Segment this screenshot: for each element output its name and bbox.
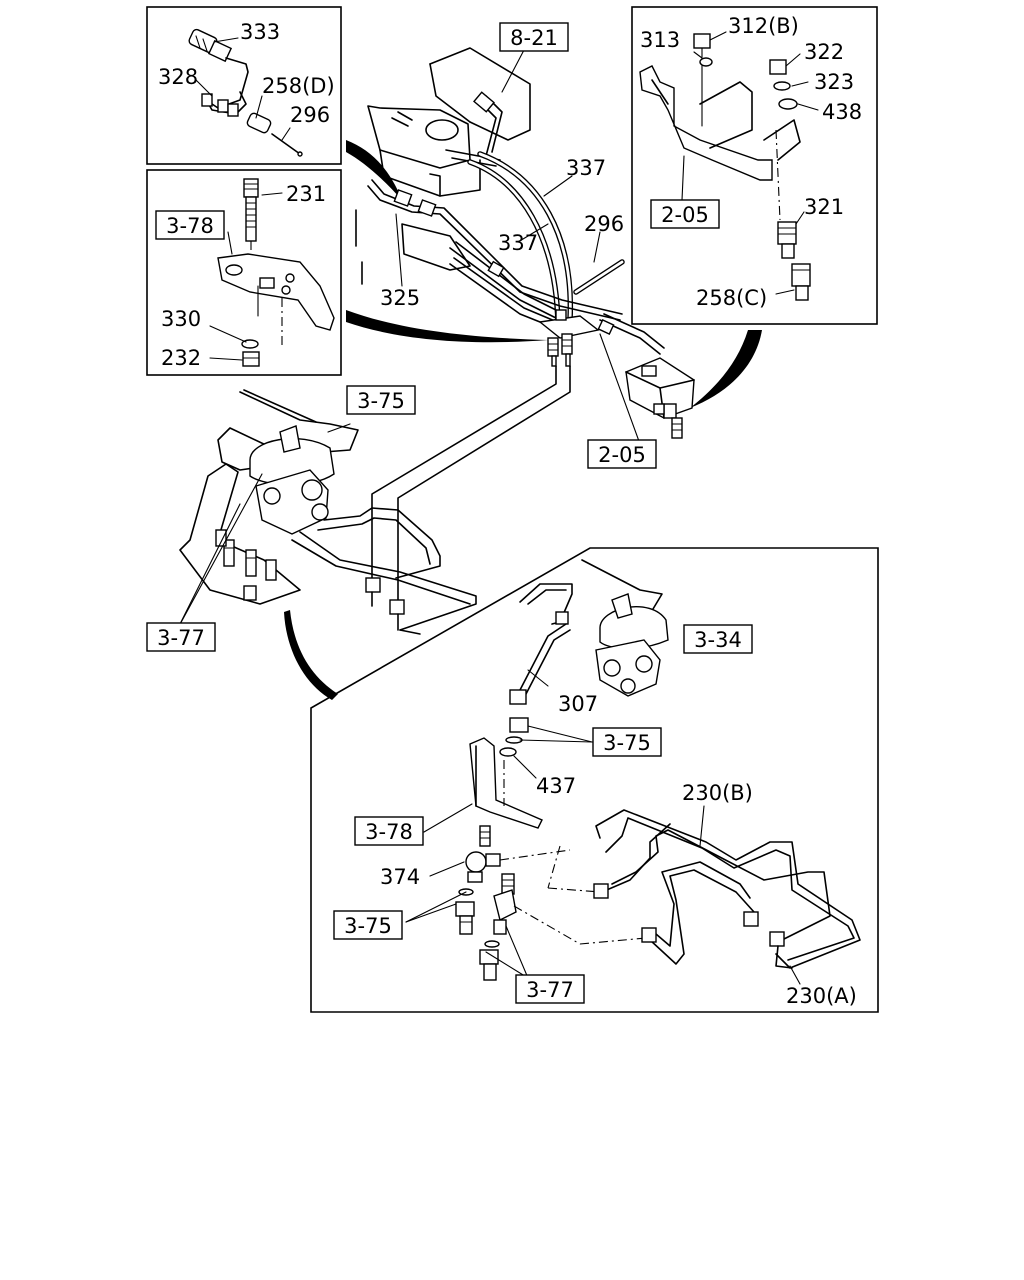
hose-337-inner-core [468, 160, 560, 326]
label-230a: 230(A) [786, 984, 857, 1008]
ref-3-77-top: 3-77 [157, 626, 205, 650]
label-337-upper: 337 [566, 156, 606, 180]
ref-3-34: 3-34 [694, 628, 742, 652]
lower-valve-detail [509, 559, 669, 705]
detail-frame-bottom [310, 547, 879, 1013]
ref-3-75-top: 3-75 [357, 389, 405, 413]
relay-valve-right [625, 357, 695, 439]
callout-arc-bottom [284, 610, 338, 700]
junction-block [538, 309, 600, 367]
pipe-bundle-325 [367, 173, 623, 331]
bracket-detail-right [639, 33, 811, 301]
label-232: 232 [161, 346, 201, 370]
ref-3-77-bottom: 3-77 [526, 978, 574, 1002]
label-328: 328 [158, 65, 198, 89]
ref-3-78-top: 3-78 [166, 214, 214, 238]
label-230b: 230(B) [682, 781, 753, 805]
label-438: 438 [822, 100, 862, 124]
ref-box-3-75-top [346, 385, 416, 415]
label-258d: 258(D) [262, 74, 335, 98]
hose-337-outer-core [478, 152, 572, 322]
brake-valve-assembly [179, 389, 359, 605]
bracket-assembly-detail [188, 28, 303, 157]
detail-frame-top-right [631, 6, 878, 325]
ref-box-2-05-top [650, 199, 720, 229]
label-325: 325 [380, 286, 420, 310]
label-312b: 312(B) [728, 14, 799, 38]
label-296-mid: 296 [584, 212, 624, 236]
label-231: 231 [286, 182, 326, 206]
fitting-set-377 [479, 873, 517, 981]
ref-box-3-78-top [155, 210, 225, 240]
label-307: 307 [558, 692, 598, 716]
label-321: 321 [804, 195, 844, 219]
label-337-lower: 337 [498, 231, 538, 255]
detail-frame-top-left [146, 6, 342, 165]
label-374: 374 [380, 865, 420, 889]
callout-arc-top-left [346, 140, 402, 200]
tee-fitting-374 [465, 825, 501, 883]
ref-box-3-78-bottom [354, 816, 424, 846]
stud-plate-detail [217, 178, 335, 367]
valve-bracket [469, 737, 543, 829]
ref-8-21: 8-21 [510, 26, 558, 50]
ref-3-78-bottom: 3-78 [365, 820, 413, 844]
ref-box-3-75-mid [592, 727, 662, 757]
ref-box-3-75-bottom [333, 910, 403, 940]
ref-box-3-77-bottom [515, 974, 585, 1004]
pipe-230 [593, 809, 861, 969]
label-322: 322 [804, 40, 844, 64]
label-330: 330 [161, 307, 201, 331]
label-437: 437 [536, 774, 576, 798]
label-323: 323 [814, 70, 854, 94]
ref-box-3-77-top [146, 622, 216, 652]
ref-3-75-mid: 3-75 [603, 731, 651, 755]
ref-box-3-34 [683, 624, 753, 654]
detail-frame-mid-left [146, 169, 342, 376]
washer-437-part [499, 747, 517, 757]
ref-box-8-21 [499, 22, 569, 52]
callout-arc-right [690, 330, 762, 408]
ref-2-05-mid: 2-05 [598, 443, 646, 467]
ref-3-75-bottom: 3-75 [344, 914, 392, 938]
ref-box-2-05-mid [587, 439, 657, 469]
label-258c: 258(C) [696, 286, 767, 310]
label-313: 313 [640, 28, 680, 52]
label-333: 333 [240, 20, 280, 44]
ref-2-05-top: 2-05 [661, 203, 709, 227]
callout-arc-mid-left [346, 310, 548, 343]
label-296-top: 296 [290, 103, 330, 127]
nut-part [509, 717, 529, 733]
